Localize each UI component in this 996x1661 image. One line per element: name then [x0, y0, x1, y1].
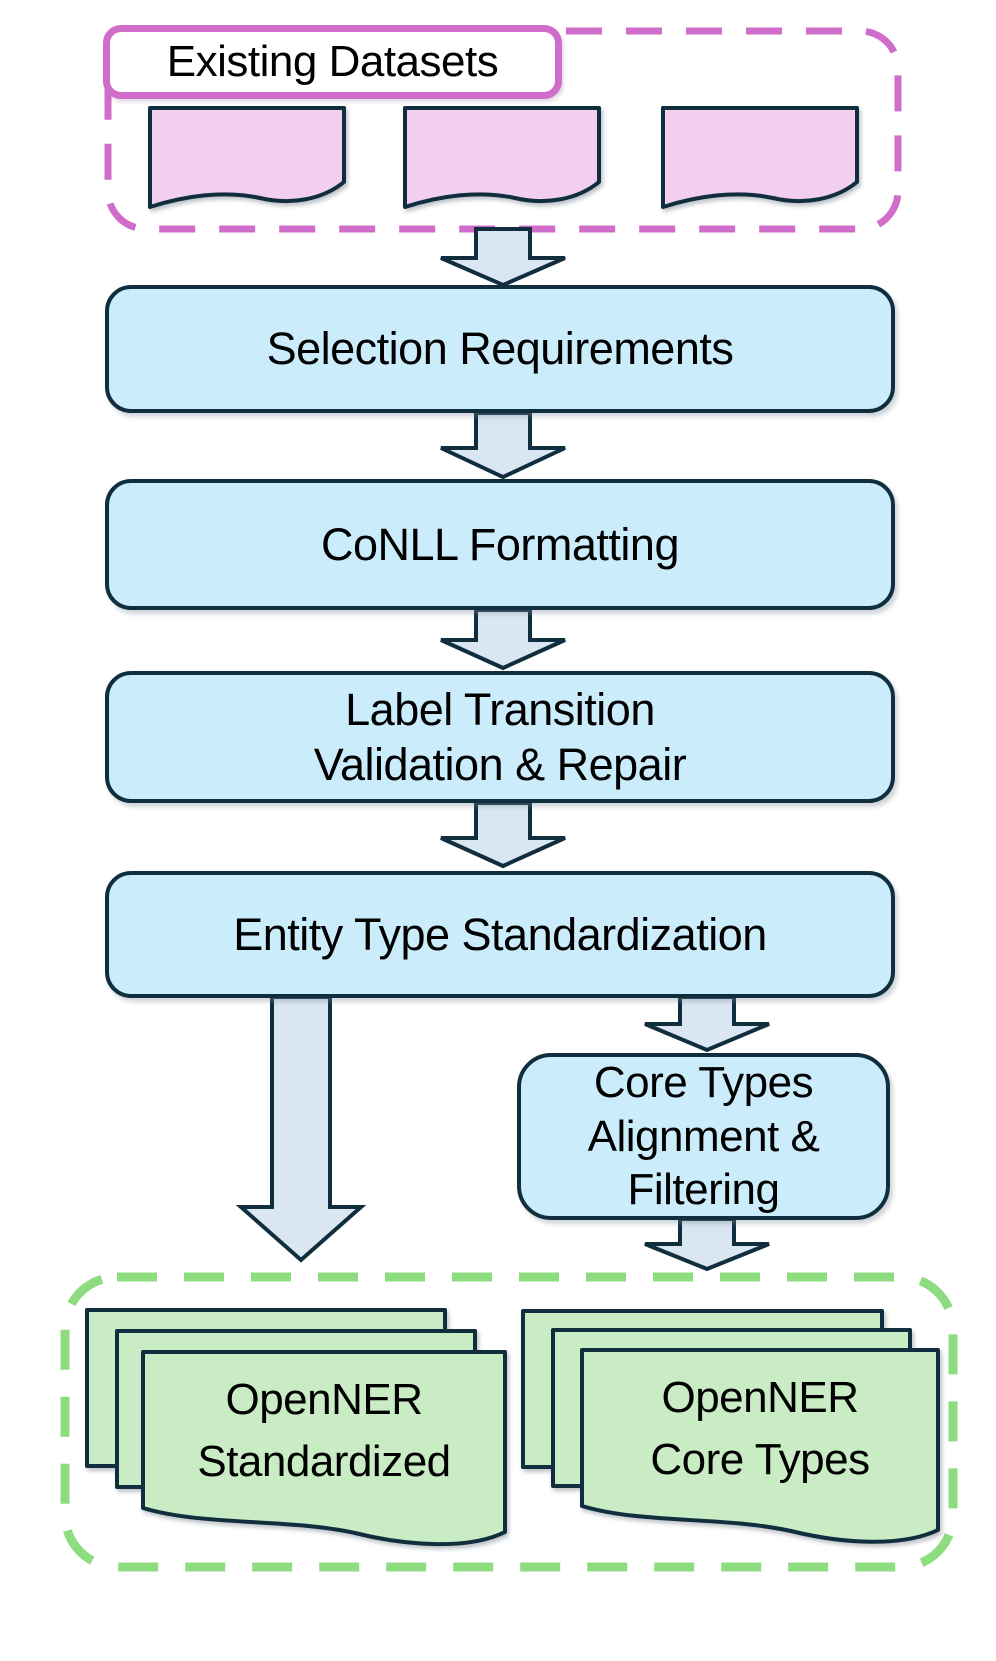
step-box-label-transition-validation-repair: Label Transition Validation & Repair [105, 671, 895, 803]
arrow-down-icon-entity-to-coretypes [644, 995, 770, 1053]
arrow-down-icon-selection-to-conll [440, 411, 566, 480]
arrow-down-icon-entity-to-standardized [235, 995, 367, 1263]
step-box-core-types-alignment-filtering: Core Types Alignment & Filtering [517, 1053, 890, 1220]
output-label-openner-standardized: OpenNER Standardized [197, 1374, 451, 1486]
output-label-openner-core-types: OpenNER Core Types [650, 1372, 870, 1484]
existing-datasets-label: Existing Datasets [103, 25, 562, 99]
output-sheet-front-coretypes [580, 1348, 940, 1544]
dataset-document-icon [661, 106, 859, 209]
step-box-selection-requirements: Selection Requirements [105, 285, 895, 413]
existing-datasets-label-text: Existing Datasets [166, 37, 499, 86]
arrow-down-icon-coretypes-to-output [644, 1217, 770, 1272]
output-sheet-front-standardized [141, 1350, 507, 1547]
step-box-conll-formatting: CoNLL Formatting [105, 479, 895, 610]
dataset-document-icon [403, 106, 601, 209]
arrow-down-icon-labeltransition-to-entity [440, 801, 566, 869]
step-box-entity-type-standardization: Entity Type Standardization [105, 871, 895, 998]
arrow-down-icon-conll-to-labeltransition [440, 608, 566, 671]
arrow-down-icon-datasets-to-selection [440, 227, 566, 288]
output-group-border [60, 1272, 958, 1572]
dataset-document-icon [148, 106, 346, 209]
